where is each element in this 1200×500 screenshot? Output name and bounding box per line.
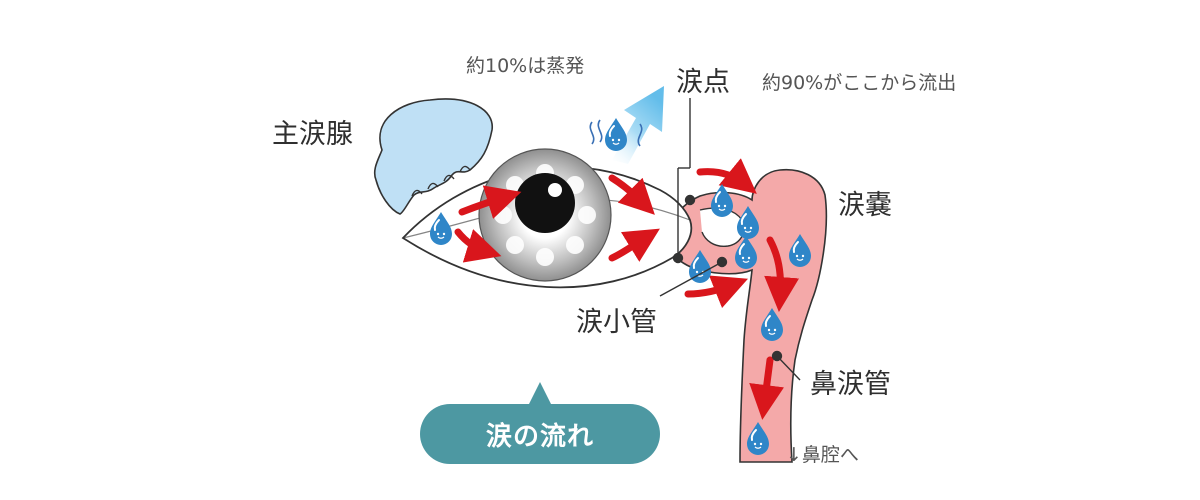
label-outflow: 約90%がここから流出 [762,72,956,94]
tear-drop-icon [710,183,734,218]
vapor-arrow-icon [589,86,664,164]
label-punctum: 涙点 [676,67,730,98]
lacrimal-gland [373,98,493,215]
flow-arrow-icon [696,158,757,194]
diagram-title-badge: 涙の流れ [420,404,660,464]
label-to-nasal-cavity: ↓鼻腔へ [786,444,859,466]
flow-arrow-icon [608,228,660,262]
flow-arrow-icon [608,174,655,215]
flow-arrow-icon [749,356,784,420]
label-lacrimal-sac: 涙嚢 [838,190,892,221]
flow-arrow-icon [684,275,748,309]
label-evaporation: 約10%は蒸発 [466,55,584,77]
label-lacrimal-gland: 主涙腺 [272,119,353,150]
badge-title: 涙の流れ [485,421,594,452]
label-canaliculus: 涙小管 [576,307,657,338]
tear-drop-icon [604,117,628,152]
flow-arrow-icon [454,228,502,263]
flow-arrow-icon [458,185,522,219]
flow-arrow-icon [764,236,800,312]
badge-pointer [528,382,552,406]
leader-lines [659,98,801,381]
tear-drainage-path [667,168,828,463]
pupil [515,173,575,233]
flow-arrows [454,158,800,420]
label-nasolacrimal-duct: 鼻涙管 [810,369,891,400]
